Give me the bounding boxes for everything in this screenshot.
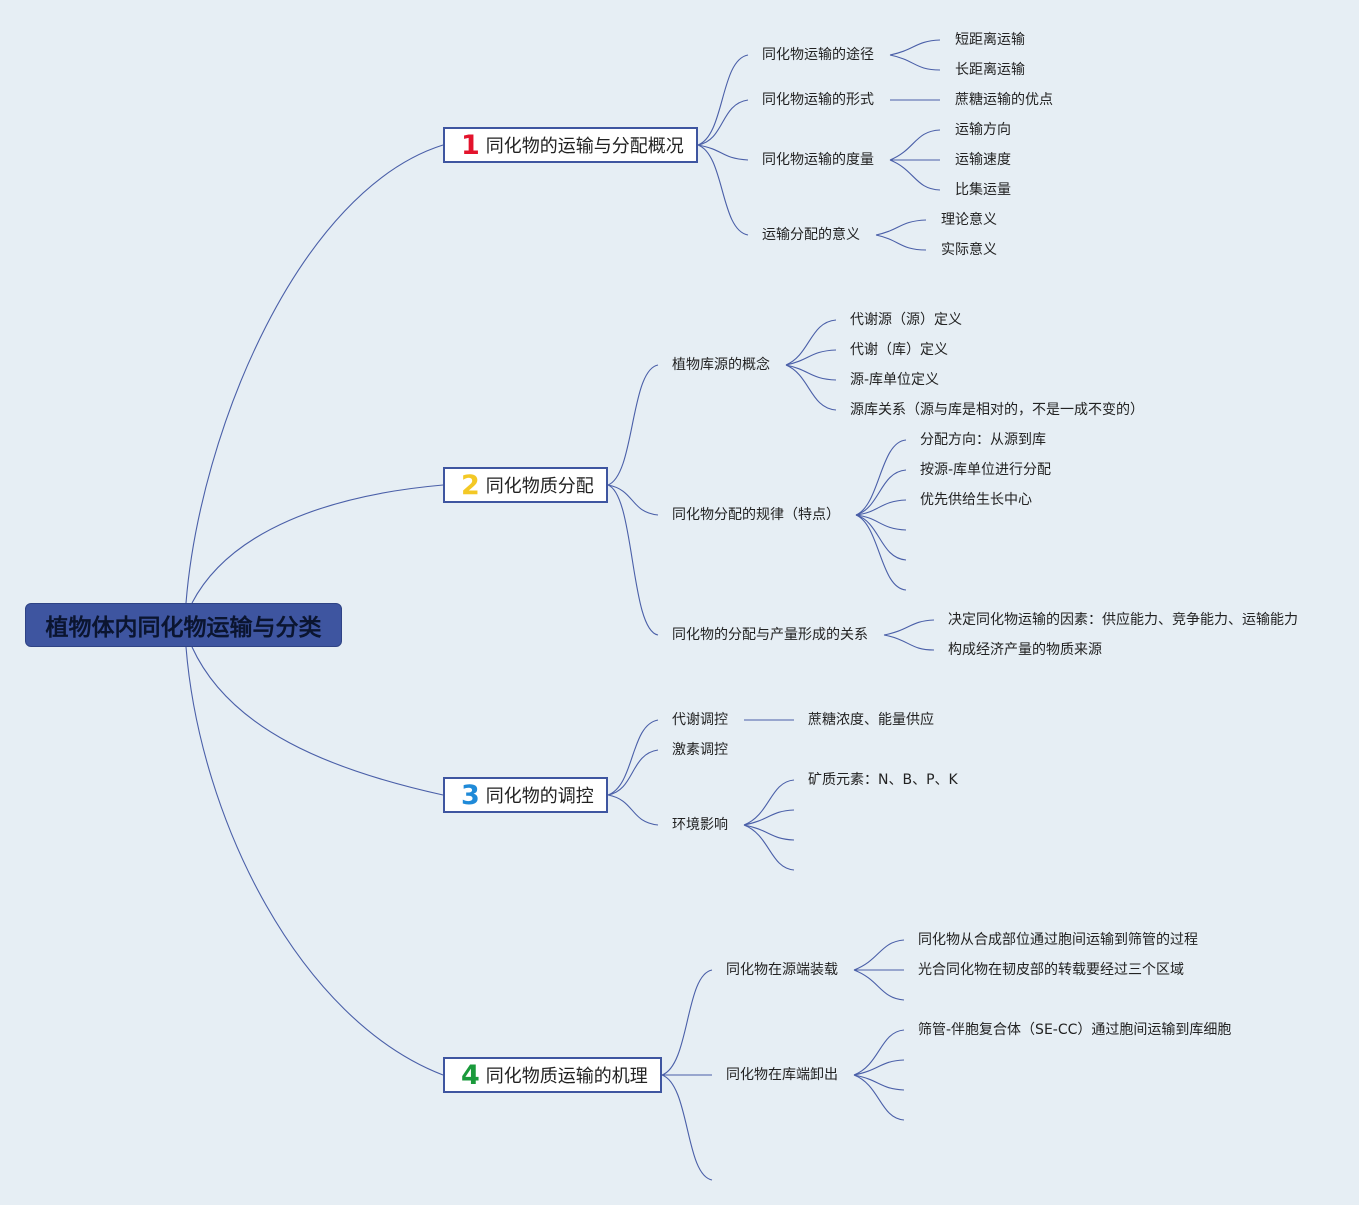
topic-distribution-rules[interactable]: 同化物分配的规律（特点） xyxy=(672,507,840,523)
number-1-badge: 1 xyxy=(461,129,480,161)
subtopic-direction[interactable]: 运输方向 xyxy=(955,122,1011,138)
subtopic-sucrose-advantage[interactable]: 蔗糖运输的优点 xyxy=(955,92,1053,108)
connector-b4-t1 xyxy=(661,969,713,1076)
connector-t33-c1 xyxy=(743,779,795,826)
connector-b2-t3 xyxy=(607,484,659,636)
subtopic-source-sink-relation[interactable]: 源库关系（源与库是相对的，不是一成不变的） xyxy=(850,402,1144,418)
connector-t14-c2 xyxy=(875,234,927,251)
topic-distribution-significance[interactable]: 运输分配的意义 xyxy=(762,227,860,243)
connector-t33-c4 xyxy=(743,824,795,871)
connector-root-b1 xyxy=(185,144,444,604)
number-4-badge: 4 xyxy=(461,1059,480,1091)
connector-b3-t1 xyxy=(607,719,659,796)
connector-t22-c5 xyxy=(855,514,907,561)
connector-b1-t1 xyxy=(697,54,749,146)
subtopic-loading-process[interactable]: 同化物从合成部位通过胞间运输到筛管的过程 xyxy=(918,932,1198,948)
subtopic-se-cc-unloading[interactable]: 筛管-伴胞复合体（SE-CC）通过胞间运输到库细胞 xyxy=(918,1022,1232,1038)
connector-b1-t2 xyxy=(697,99,749,146)
connector-b1-t4 xyxy=(697,144,749,236)
topic-source-loading[interactable]: 同化物在源端装载 xyxy=(726,962,838,978)
subtopic-distribution-direction[interactable]: 分配方向：从源到库 xyxy=(920,432,1046,448)
branch-2[interactable]: 2 同化物质分配 xyxy=(443,467,608,503)
connector-b2-t1 xyxy=(607,364,659,486)
connector-root-b2 xyxy=(191,484,444,604)
subtopic-theoretical-significance[interactable]: 理论意义 xyxy=(941,212,997,228)
subtopic-practical-significance[interactable]: 实际意义 xyxy=(941,242,997,258)
subtopic-source-sink-unit[interactable]: 源-库单位定义 xyxy=(850,372,940,388)
topic-metabolic-regulation[interactable]: 代谢调控 xyxy=(672,712,728,728)
connector-t22-c4 xyxy=(855,514,907,531)
connector-t42-c2 xyxy=(853,1059,905,1076)
number-3-badge: 3 xyxy=(461,779,480,811)
branch-1-title: 同化物的运输与分配概况 xyxy=(485,136,684,157)
connector-t21-c1 xyxy=(785,319,837,366)
topic-sink-unloading[interactable]: 同化物在库端卸出 xyxy=(726,1067,838,1083)
connector-t23-c2 xyxy=(883,634,935,651)
subtopic-specific-mass-transfer[interactable]: 比集运量 xyxy=(955,182,1011,198)
connector-t21-c2 xyxy=(785,349,837,366)
subtopic-source-definition[interactable]: 代谢源（源）定义 xyxy=(850,312,962,328)
topic-distribution-yield-relation[interactable]: 同化物的分配与产量形成的关系 xyxy=(672,627,868,643)
topic-transport-measure[interactable]: 同化物运输的度量 xyxy=(762,152,874,168)
branch-4[interactable]: 4 同化物质运输的机理 xyxy=(443,1057,662,1093)
connector-root-b4 xyxy=(185,646,444,1076)
subtopic-long-distance[interactable]: 长距离运输 xyxy=(955,62,1025,78)
connector-t41-c1 xyxy=(853,939,905,971)
connector-t13-c3 xyxy=(889,159,941,191)
connector-t42-c4 xyxy=(853,1074,905,1121)
branch-2-title: 同化物质分配 xyxy=(485,476,594,497)
subtopic-three-zones[interactable]: 光合同化物在韧皮部的转载要经过三个区域 xyxy=(918,962,1184,978)
connector-t42-c3 xyxy=(853,1074,905,1091)
connector-b1-t3 xyxy=(697,144,749,161)
connector-t22-c2 xyxy=(855,469,907,516)
connector-t13-c1 xyxy=(889,129,941,161)
connector-t21-c3 xyxy=(785,364,837,381)
connector-b2-t2 xyxy=(607,484,659,516)
subtopic-by-source-sink-unit[interactable]: 按源-库单位进行分配 xyxy=(920,462,1052,478)
connector-t33-c2 xyxy=(743,809,795,826)
branch-4-title: 同化物质运输的机理 xyxy=(485,1066,648,1087)
topic-hormone-regulation[interactable]: 激素调控 xyxy=(672,742,728,758)
connector-t33-c3 xyxy=(743,824,795,841)
connector-t41-c3 xyxy=(853,969,905,1001)
topic-sink-source-concept[interactable]: 植物库源的概念 xyxy=(672,357,770,373)
connector-t21-c4 xyxy=(785,364,837,411)
number-2-badge: 2 xyxy=(461,469,480,501)
branch-1[interactable]: 1 同化物的运输与分配概况 xyxy=(443,127,698,163)
connector-t22-c6 xyxy=(855,514,907,591)
topic-environment-influence[interactable]: 环境影响 xyxy=(672,817,728,833)
connector-b3-t2 xyxy=(607,749,659,796)
subtopic-speed[interactable]: 运输速度 xyxy=(955,152,1011,168)
connector-t14-c1 xyxy=(875,219,927,236)
subtopic-growth-center-priority[interactable]: 优先供给生长中心 xyxy=(920,492,1032,508)
subtopic-sink-definition[interactable]: 代谢（库）定义 xyxy=(850,342,948,358)
connector-t11-c1 xyxy=(889,39,941,56)
topic-transport-route[interactable]: 同化物运输的途径 xyxy=(762,47,874,63)
connector-b4-t3 xyxy=(661,1074,713,1181)
connector-t42-c1 xyxy=(853,1029,905,1076)
branch-3-title: 同化物的调控 xyxy=(485,786,594,807)
root-topic[interactable]: 植物体内同化物运输与分类 xyxy=(25,603,342,647)
subtopic-economic-yield-source[interactable]: 构成经济产量的物质来源 xyxy=(948,642,1102,658)
branch-3[interactable]: 3 同化物的调控 xyxy=(443,777,608,813)
subtopic-transport-factors[interactable]: 决定同化物运输的因素：供应能力、竞争能力、运输能力 xyxy=(948,612,1298,628)
connector-t22-c3 xyxy=(855,499,907,516)
subtopic-mineral-elements[interactable]: 矿质元素：N、B、P、K xyxy=(808,772,958,788)
topic-transport-form[interactable]: 同化物运输的形式 xyxy=(762,92,874,108)
subtopic-short-distance[interactable]: 短距离运输 xyxy=(955,32,1025,48)
connector-t11-c2 xyxy=(889,54,941,71)
connector-b3-t3 xyxy=(607,794,659,826)
connector-t23-c1 xyxy=(883,619,935,636)
connector-root-b3 xyxy=(191,646,444,796)
subtopic-sucrose-energy[interactable]: 蔗糖浓度、能量供应 xyxy=(808,712,934,728)
connector-t22-c1 xyxy=(855,439,907,516)
